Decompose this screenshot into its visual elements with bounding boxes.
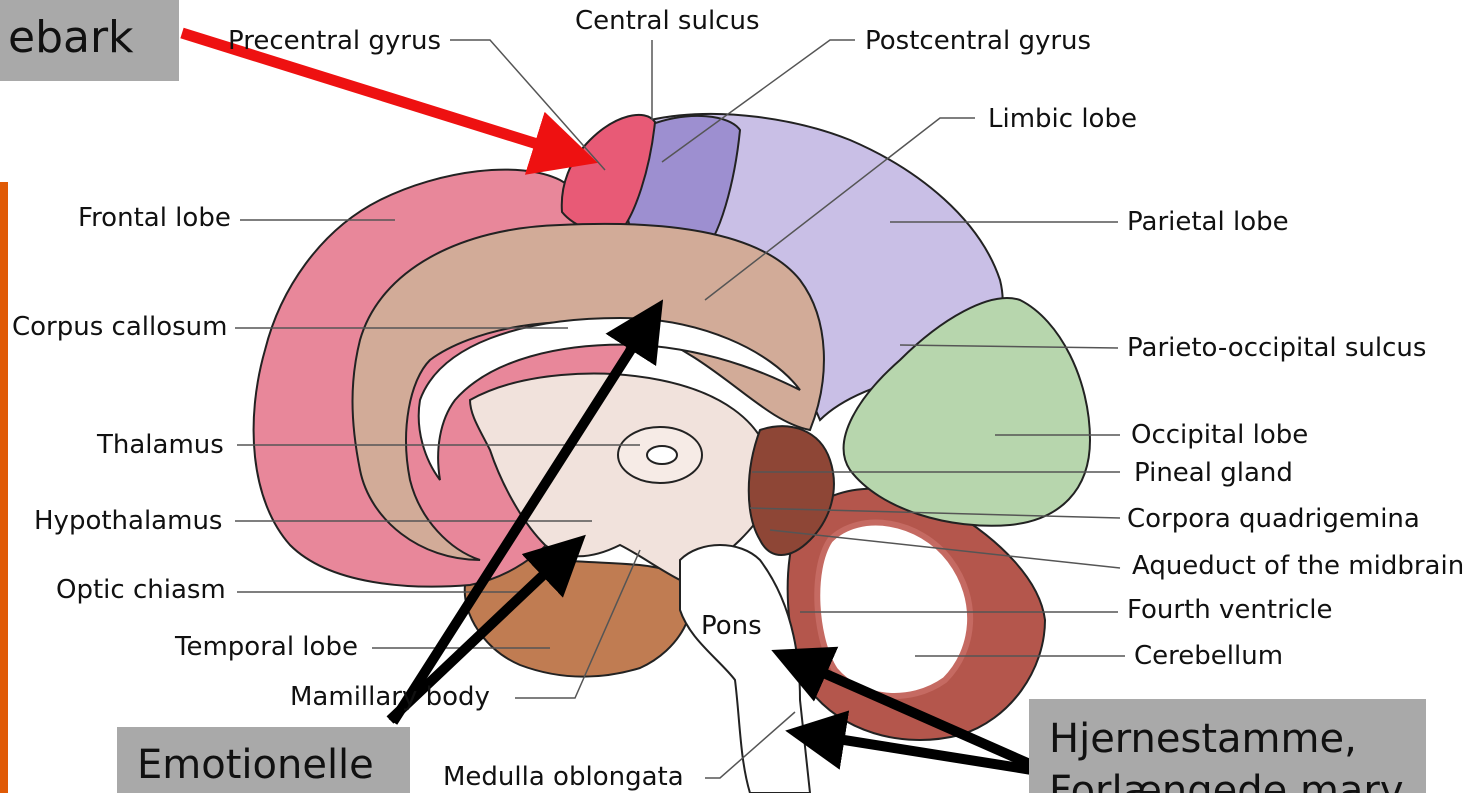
label-mamillary-body: Mamillary body (290, 684, 490, 710)
label-hypothalamus: Hypothalamus (34, 508, 222, 534)
overlay-text-hjernestamme: Hjernestamme, (1049, 719, 1357, 759)
label-temporal-lobe: Temporal lobe (175, 634, 358, 660)
label-central-sulcus: Central sulcus (575, 8, 760, 34)
label-occipital-lobe: Occipital lobe (1131, 422, 1308, 448)
label-postcentral-gyrus: Postcentral gyrus (865, 28, 1091, 54)
label-fourth-ventricle: Fourth ventricle (1127, 597, 1333, 623)
overlay-text-emotionelle: Emotionelle (137, 745, 374, 785)
label-cerebellum: Cerebellum (1134, 643, 1283, 669)
label-corpora-quadrigemina: Corpora quadrigemina (1127, 506, 1420, 532)
label-limbic-lobe: Limbic lobe (988, 106, 1137, 132)
overlay-text-ebark: ebark (8, 16, 134, 60)
label-medulla-oblongata: Medulla oblongata (443, 764, 684, 790)
label-thalamus: Thalamus (97, 432, 224, 458)
overlay-box-bottom-right: Hjernestamme, Forlængede marv (1029, 699, 1426, 793)
label-parieto-occipital-sulcus: Parieto-occipital sulcus (1127, 335, 1426, 361)
label-pineal-gland: Pineal gland (1134, 460, 1293, 486)
label-parietal-lobe: Parietal lobe (1127, 209, 1289, 235)
overlay-box-bottom-left: Emotionelle (117, 727, 410, 793)
label-pons: Pons (701, 613, 762, 639)
overlay-box-top-left: ebark (0, 0, 179, 81)
label-precentral-gyrus: Precentral gyrus (228, 28, 441, 54)
label-frontal-lobe: Frontal lobe (78, 205, 231, 231)
label-corpus-callosum: Corpus callosum (12, 314, 227, 340)
label-optic-chiasm: Optic chiasm (56, 577, 226, 603)
label-aqueduct: Aqueduct of the midbrain (1132, 553, 1464, 579)
overlay-text-forlaengede-marv: Forlængede marv (1049, 771, 1404, 793)
